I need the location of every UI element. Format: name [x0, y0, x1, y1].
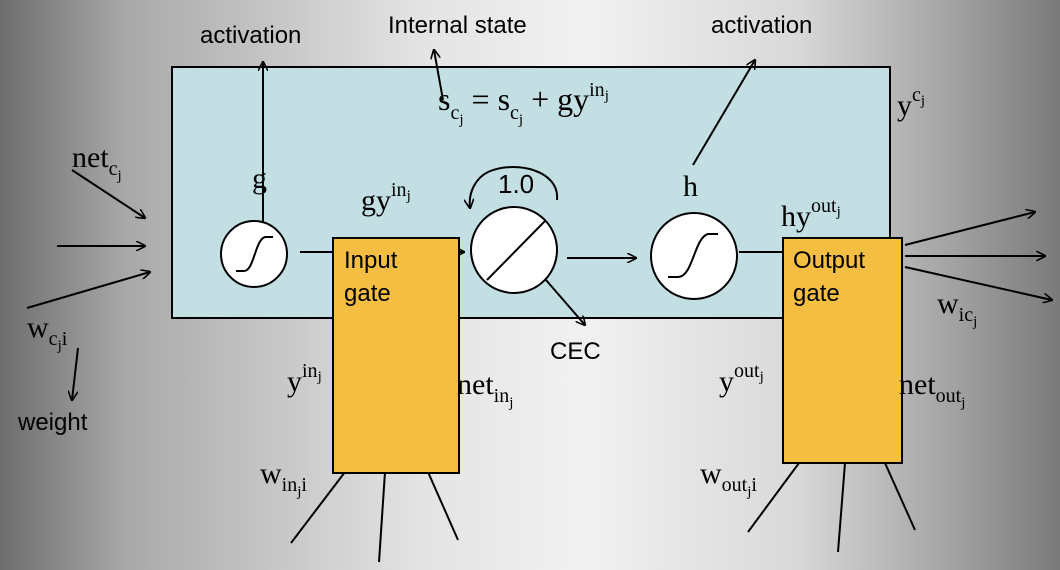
y-out-j-label: youtj — [719, 360, 764, 398]
cec-unit — [470, 206, 558, 294]
output-gate-box — [782, 237, 903, 464]
cec-pointer-arrow — [545, 279, 585, 325]
hy-out-j-label: hyoutj — [781, 195, 841, 233]
g-label: g — [252, 162, 267, 195]
h-squash-unit — [650, 212, 738, 300]
input-gate-weight-line — [378, 471, 386, 563]
w-c-j-i-label: wcji — [27, 311, 68, 354]
y-in-j-label: yinj — [287, 360, 322, 398]
w-ic-j-label: wicj — [937, 287, 977, 330]
net-input-arrow — [71, 169, 145, 218]
cec-label: CEC — [550, 338, 601, 365]
internal-state-pointer-arrow — [434, 50, 444, 101]
gy-in-j-label: gyinj — [361, 179, 411, 217]
input-gate-label-line1: Input — [344, 247, 398, 274]
state-update-equation: scj = scj + gyinj — [438, 79, 609, 128]
activation-label-right: activation — [711, 12, 812, 39]
internal-state-label: Internal state — [388, 12, 527, 39]
activation-label-left: activation — [200, 22, 301, 49]
input-gate-box — [332, 237, 460, 474]
h-label: h — [683, 170, 698, 203]
weight-label: weight — [17, 409, 88, 436]
output-gate-label-line1: Output — [793, 247, 865, 274]
w-out-j-i-label: woutji — [700, 457, 757, 500]
net-in-j-label: netinj — [457, 368, 513, 411]
input-gate-weight-line — [427, 471, 459, 541]
input-gate-weight-line — [290, 471, 346, 544]
net-out-j-label: netoutj — [899, 368, 965, 411]
diagonal-slash-icon — [486, 220, 546, 281]
sigmoid-curve-icon — [668, 233, 718, 278]
output-gate-label-line2: gate — [793, 280, 840, 307]
self-recurrent-loop-arrow — [470, 166, 559, 208]
g-squash-unit — [220, 220, 288, 288]
h-activation-arrow — [692, 60, 755, 166]
weight-pointer-arrow — [72, 347, 79, 400]
net-c-j-label: netcj — [72, 141, 122, 184]
y-c-j-label: ycj — [897, 84, 925, 122]
sigmoid-curve-icon — [236, 236, 273, 272]
cell-output-arrow — [904, 212, 1035, 246]
output-gate-weight-line — [747, 462, 800, 533]
cell-output-arrow — [904, 266, 1052, 300]
output-gate-weight-line — [884, 462, 916, 531]
self-weight-label: 1.0 — [498, 169, 534, 199]
net-input-arrow — [26, 272, 150, 309]
input-gate-label-line2: gate — [344, 280, 391, 307]
w-in-j-i-label: winji — [260, 457, 307, 500]
output-gate-weight-line — [837, 462, 846, 553]
